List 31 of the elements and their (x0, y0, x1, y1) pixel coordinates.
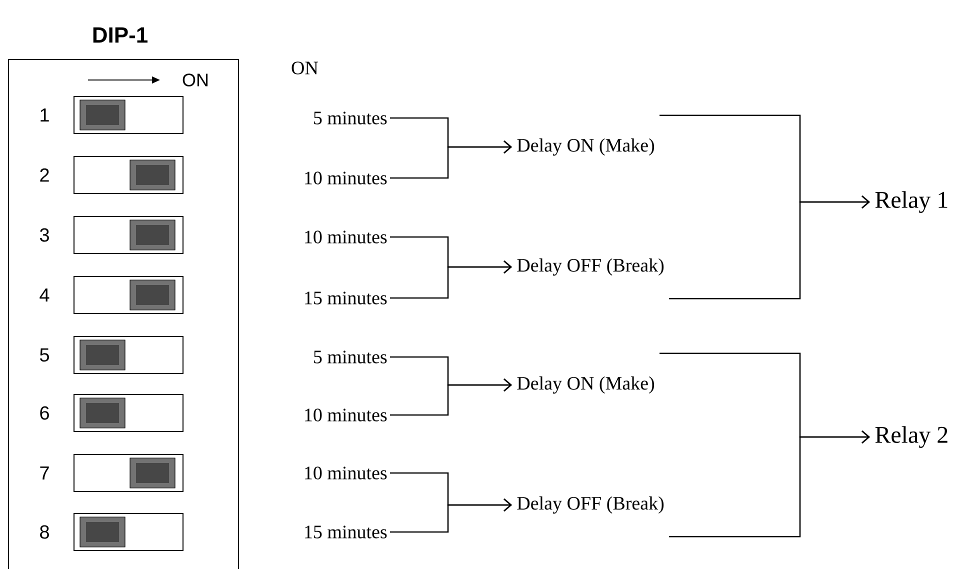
bracket-arrow (390, 260, 512, 299)
time-option: 5 minutes (314, 350, 387, 364)
switch-number: 4 (40, 288, 50, 302)
on-label: ON (292, 62, 318, 74)
switch-number: 7 (40, 466, 49, 480)
time-option: 10 minutes (305, 230, 387, 244)
switch-number: 5 (40, 348, 49, 362)
switch-number: 6 (40, 406, 49, 420)
bracket-arrow (390, 378, 512, 416)
bracket-arrow (390, 498, 512, 533)
bracket-arrow (669, 430, 870, 538)
time-option: 10 minutes (305, 172, 387, 184)
switch-number: 2 (40, 168, 49, 182)
time-option: 5 minutes (314, 112, 387, 124)
relay-output: Relay 2 (875, 426, 948, 448)
relay-output: Relay 1 (875, 191, 948, 213)
bracket-arrow (669, 196, 870, 300)
switch-number: 1 (40, 108, 49, 122)
on-label: ON (182, 74, 208, 86)
delay-mode: Delay OFF (Break) (517, 258, 664, 276)
time-option: 10 minutes (305, 408, 387, 422)
switch-number: 3 (40, 228, 49, 242)
time-option: 15 minutes (305, 292, 387, 304)
switch-number: 8 (40, 525, 49, 539)
time-option: 10 minutes (305, 466, 387, 480)
delay-mode: Delay OFF (Break) (517, 496, 664, 514)
bracket-arrow (390, 140, 512, 179)
delay-mode: Delay ON (Make) (517, 138, 654, 156)
panel-title: DIP-1 (93, 27, 148, 43)
time-option: 15 minutes (305, 526, 387, 538)
delay-mode: Delay ON (Make) (517, 376, 654, 394)
